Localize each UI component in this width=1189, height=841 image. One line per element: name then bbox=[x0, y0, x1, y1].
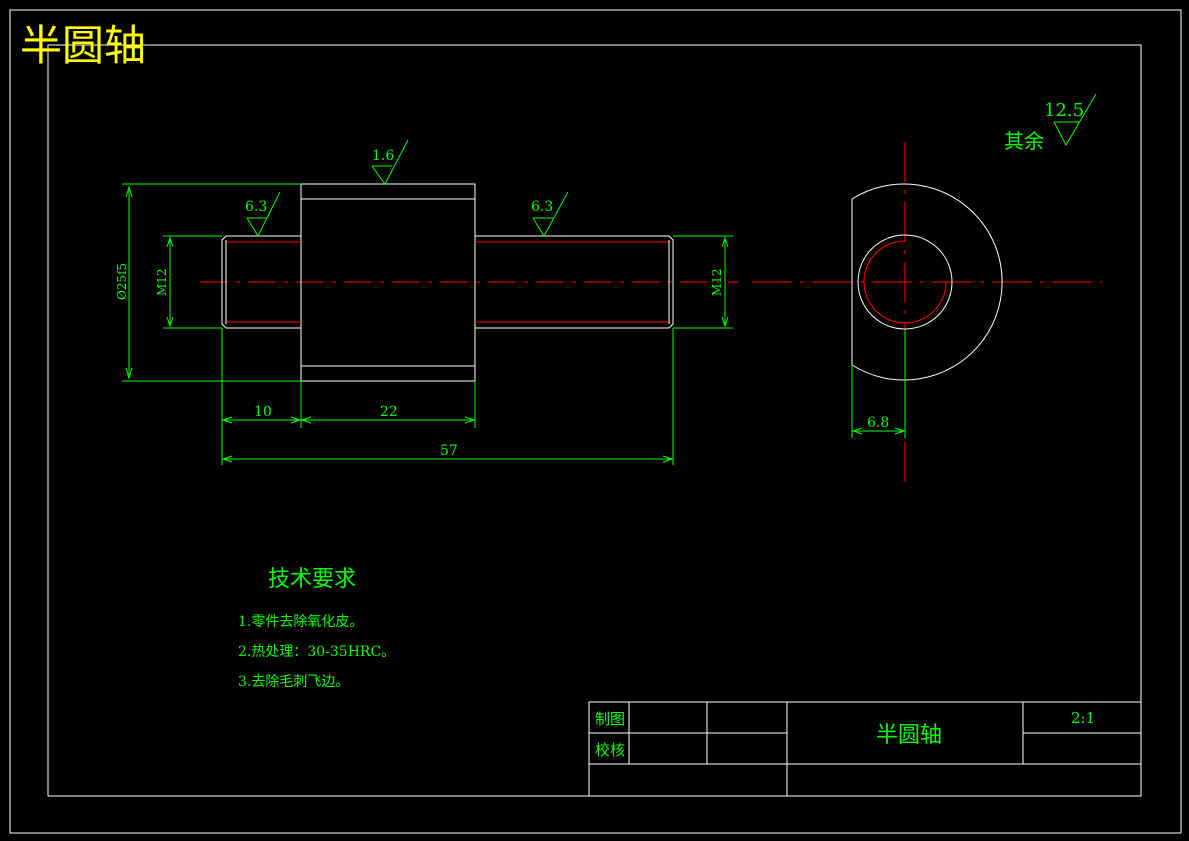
dim-length-lines bbox=[221, 328, 674, 465]
thread-major-circle bbox=[857, 234, 953, 330]
dim-diameter-label: Ø25f5 bbox=[115, 263, 129, 300]
roughness-symbol-left bbox=[246, 191, 281, 238]
left-thread bbox=[221, 235, 301, 329]
drawing-title: 半圆轴 bbox=[20, 21, 146, 70]
title-block-scale: 2:1 bbox=[1071, 709, 1095, 727]
dim-flat-label: 6.8 bbox=[867, 415, 889, 431]
roughness-value-left: 6.3 bbox=[245, 199, 267, 215]
dim-len-22: 22 bbox=[380, 404, 398, 420]
dim-thread-right-label: M12 bbox=[710, 268, 724, 296]
title-block bbox=[588, 701, 1142, 797]
roughness-value-right: 6.3 bbox=[531, 199, 553, 215]
dim-thread-left-label: M12 bbox=[155, 268, 169, 296]
half-round-outline bbox=[851, 183, 1003, 381]
tech-req-title: 技术要求 bbox=[268, 567, 356, 592]
dim-diameter-lines bbox=[122, 183, 301, 382]
dim-thread-right-lines bbox=[673, 235, 733, 329]
tech-req-item-3: 3.去除毛刺飞边。 bbox=[238, 674, 349, 690]
dim-thread-left-lines bbox=[163, 235, 222, 329]
dim-len-10: 10 bbox=[254, 404, 272, 420]
roughness-other-symbol bbox=[1053, 93, 1097, 147]
title-block-part-name: 半圆轴 bbox=[876, 723, 942, 748]
title-block-drawn-label: 制图 bbox=[595, 710, 625, 728]
dim-flat-lines bbox=[851, 330, 906, 438]
tech-req-item-2: 2.热处理：30-35HRC。 bbox=[238, 644, 395, 660]
outer-frame bbox=[9, 9, 1182, 834]
tech-requirements: 技术要求 1.零件去除氧化皮。 2.热处理：30-35HRC。 3.去除毛刺飞边… bbox=[238, 567, 395, 690]
side-view: 6.8 其余 12.5 bbox=[752, 93, 1102, 488]
front-view: 1.6 6.3 6.3 Ø25f5 M12 bbox=[115, 139, 738, 465]
dim-len-57: 57 bbox=[440, 443, 458, 459]
roughness-symbol-top bbox=[371, 139, 409, 185]
roughness-other-value: 12.5 bbox=[1044, 100, 1084, 121]
roughness-symbol-right bbox=[532, 191, 569, 237]
roughness-value-top: 1.6 bbox=[372, 148, 394, 164]
middle-cylinder bbox=[300, 183, 476, 382]
roughness-other-label: 其余 bbox=[1004, 129, 1044, 153]
tech-req-item-1: 1.零件去除氧化皮。 bbox=[238, 614, 363, 630]
title-block-checked-label: 校核 bbox=[595, 741, 625, 759]
right-thread bbox=[475, 235, 674, 329]
inner-frame bbox=[47, 44, 1142, 797]
thread-minor-arc bbox=[863, 240, 947, 324]
